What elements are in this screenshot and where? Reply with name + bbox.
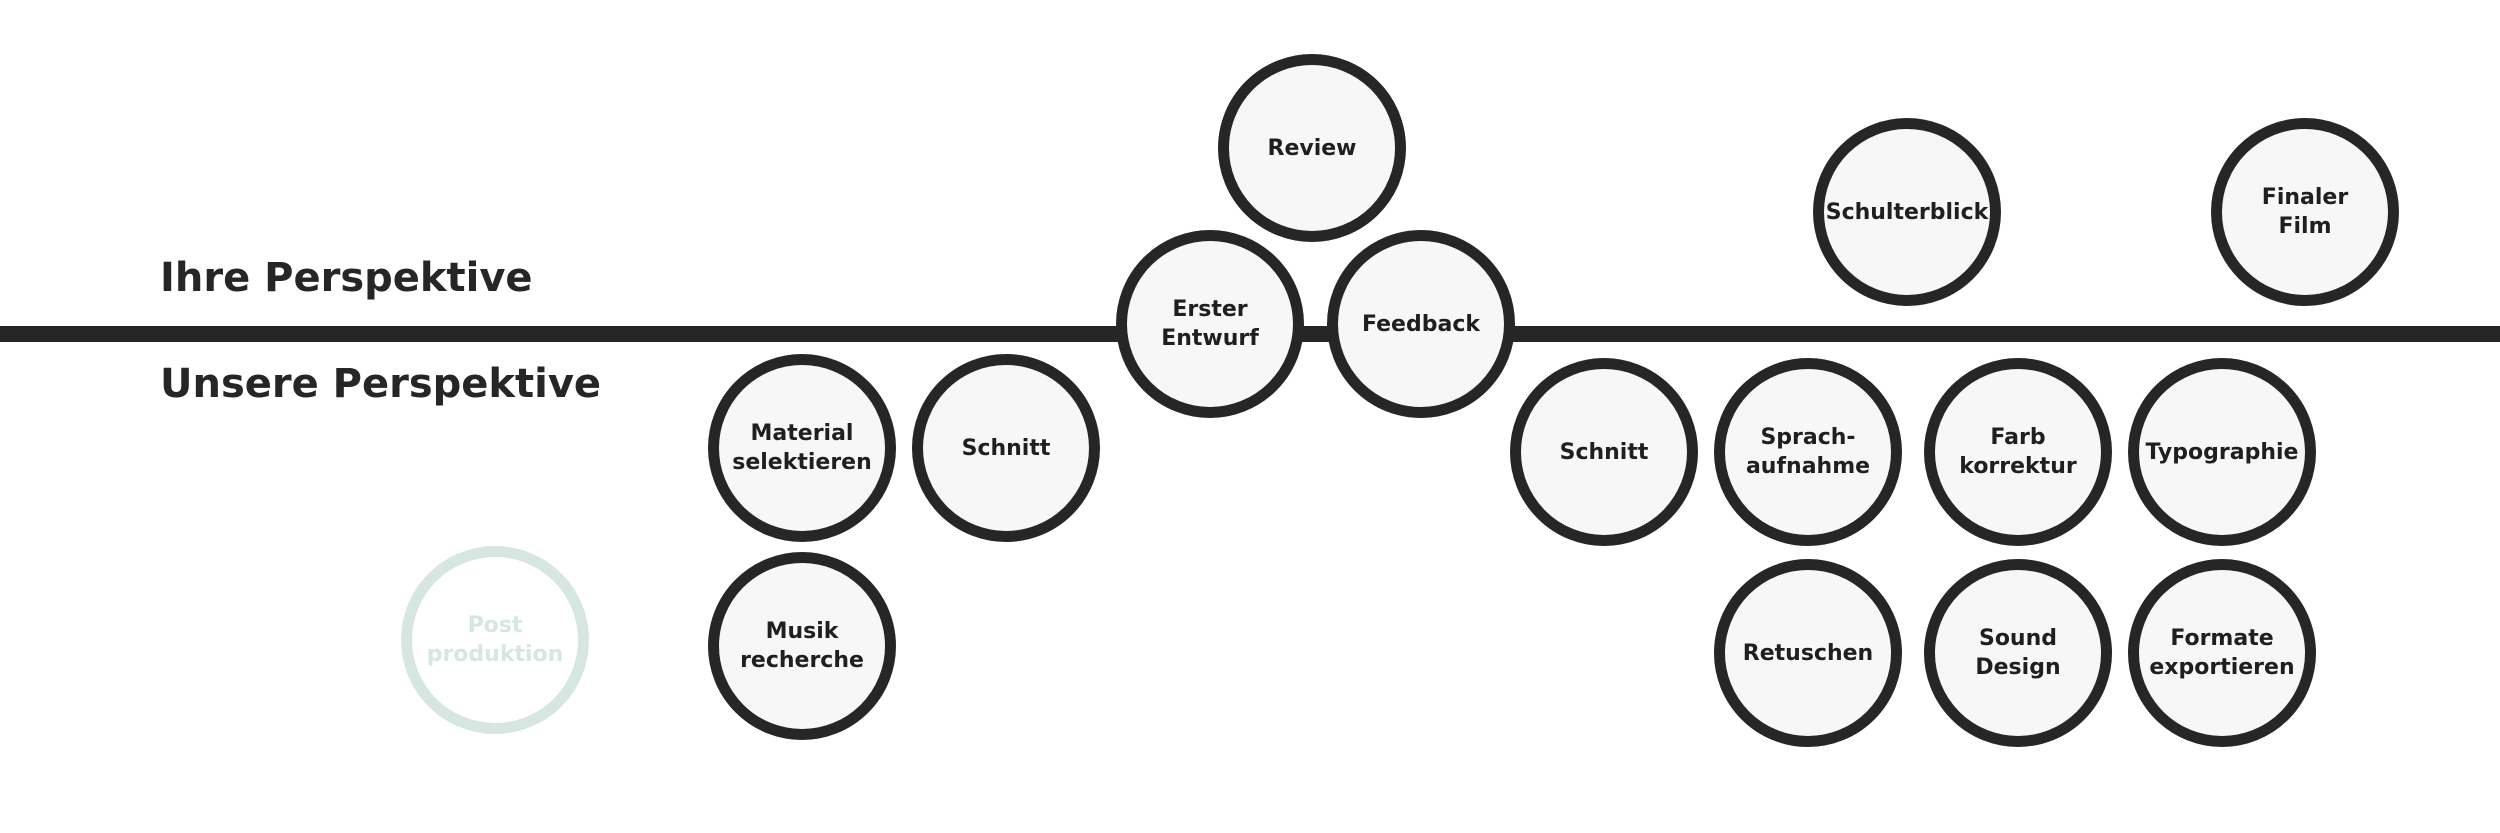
our-perspective-label: Unsere Perspektive bbox=[160, 361, 602, 407]
node-sound-design: Sound Design bbox=[1924, 559, 2112, 747]
node-musik-recherche: Musik recherche bbox=[708, 552, 896, 740]
node-finaler-film: Finaler Film bbox=[2211, 118, 2399, 306]
node-label: Schulterblick bbox=[1825, 199, 1989, 225]
node-sprachaufnahme: Sprach- aufnahme bbox=[1714, 358, 1902, 546]
node-schnitt: Schnitt bbox=[912, 354, 1100, 542]
their-perspective-label: Ihre Perspektive bbox=[160, 255, 533, 301]
node-label: Formate exportieren bbox=[2149, 626, 2295, 680]
node-schulterblick: Schulterblick bbox=[1813, 118, 2001, 306]
node-label: Finaler Film bbox=[2261, 185, 2349, 239]
node-label: Feedback bbox=[1362, 311, 1480, 337]
node-label: Erster Entwurf bbox=[1161, 297, 1259, 351]
node-label: Material selektieren bbox=[732, 421, 872, 475]
node-label: Sound Design bbox=[1975, 626, 2061, 680]
node-label: Review bbox=[1267, 135, 1357, 161]
node-review: Review bbox=[1218, 54, 1406, 242]
node-feedback: Feedback bbox=[1327, 230, 1515, 418]
node-post-produktion: Post produktion bbox=[401, 546, 589, 734]
node-farbkorrektur: Farb korrektur bbox=[1924, 358, 2112, 546]
node-label: Retuschen bbox=[1742, 640, 1874, 666]
node-formate-exportieren: Formate exportieren bbox=[2128, 559, 2316, 747]
node-label: Schnitt bbox=[1559, 439, 1649, 465]
node-retuschen: Retuschen bbox=[1714, 559, 1902, 747]
node-erster-entwurf: Erster Entwurf bbox=[1116, 230, 1304, 418]
node-label: Schnitt bbox=[961, 435, 1051, 461]
node-label: Typographie bbox=[2145, 439, 2299, 465]
node-label: Post produktion bbox=[426, 613, 564, 667]
node-typographie: Typographie bbox=[2128, 358, 2316, 546]
node-label: Farb korrektur bbox=[1959, 425, 2077, 479]
node-material-selektieren: Material selektieren bbox=[708, 354, 896, 542]
node-label: Sprach- aufnahme bbox=[1745, 425, 1871, 479]
node-schnitt-2: Schnitt bbox=[1510, 358, 1698, 546]
node-label: Musik recherche bbox=[740, 619, 864, 673]
